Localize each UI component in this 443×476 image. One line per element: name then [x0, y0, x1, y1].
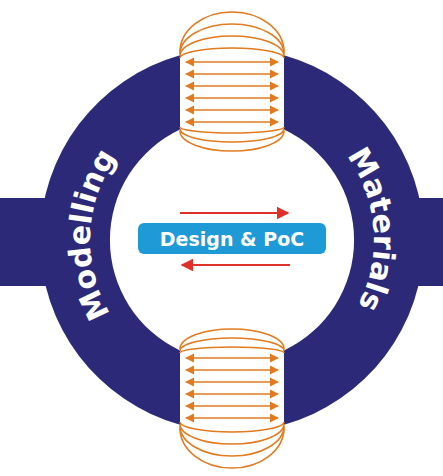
bottom-field-lines [180, 329, 284, 468]
process-box: Design & PoC [138, 223, 326, 254]
ring-label: Modelling [62, 142, 123, 326]
flow-arrow [180, 212, 288, 214]
side-bar [0, 198, 70, 286]
top-field-lines [180, 12, 284, 151]
ring-label-text: Materials [341, 141, 402, 317]
flow-arrow [182, 264, 290, 266]
box-label: Design & PoC [160, 228, 304, 250]
ring-label-text: Modelling [62, 142, 123, 326]
ring-label: Materials [341, 141, 402, 317]
